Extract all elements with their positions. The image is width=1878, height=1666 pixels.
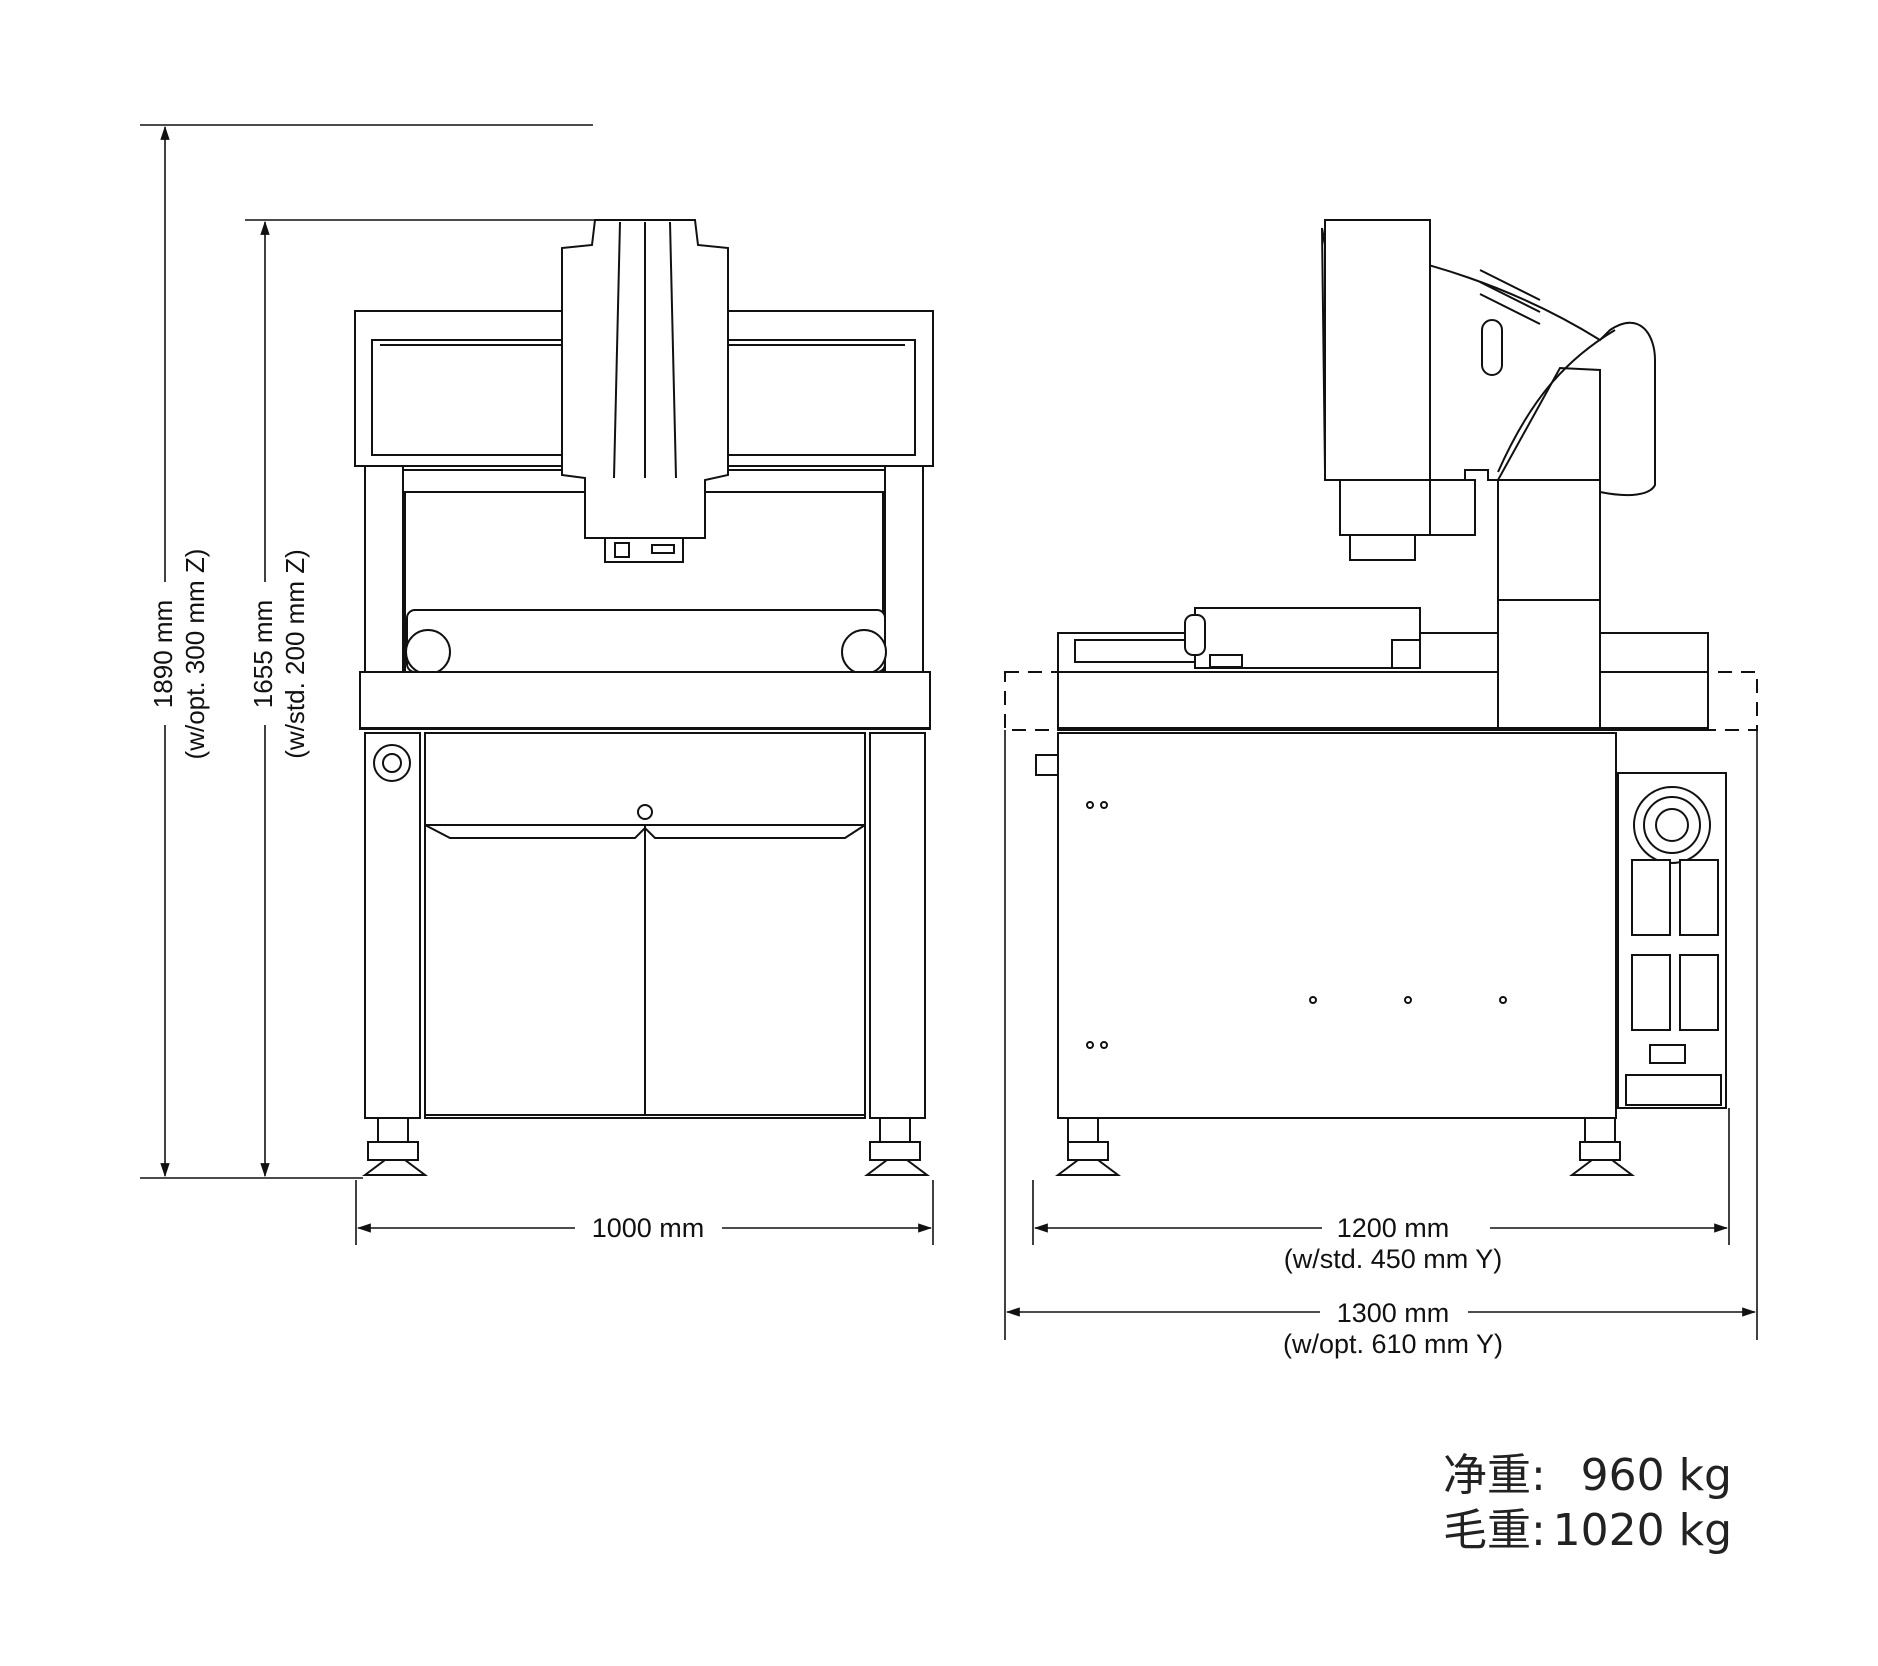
side-view bbox=[1004, 219, 1758, 1176]
depth-std-label: 1200 mm bbox=[1337, 1213, 1450, 1243]
dimension-lines bbox=[140, 124, 1758, 1340]
depth-opt-note: (w/opt. 610 mm Y) bbox=[1283, 1329, 1503, 1359]
net-weight-label: 净重: bbox=[1443, 1450, 1546, 1501]
height-total-label: 1890 mm bbox=[148, 600, 178, 708]
weight-block: 净重: 960 kg 毛重: 1020 kg bbox=[1443, 1450, 1732, 1556]
net-weight-value: 960 kg bbox=[1581, 1450, 1732, 1501]
vertical-dimension-1890: 1890 mm (w/opt. 300 mm Z) bbox=[148, 549, 210, 760]
depth-std-note: (w/std. 450 mm Y) bbox=[1284, 1244, 1503, 1274]
front-view bbox=[354, 219, 934, 1176]
gross-weight-value: 1020 kg bbox=[1553, 1505, 1732, 1556]
height-total-note: (w/opt. 300 mm Z) bbox=[180, 549, 210, 760]
depth-opt-label: 1300 mm bbox=[1337, 1298, 1450, 1328]
gross-weight-label: 毛重: bbox=[1443, 1505, 1546, 1556]
vertical-dimension-1655: 1655 mm (w/std. 200 mm Z) bbox=[248, 549, 310, 758]
height-std-note: (w/std. 200 mm Z) bbox=[280, 549, 310, 758]
width-front-label: 1000 mm bbox=[592, 1213, 705, 1243]
height-std-label: 1655 mm bbox=[248, 600, 278, 708]
